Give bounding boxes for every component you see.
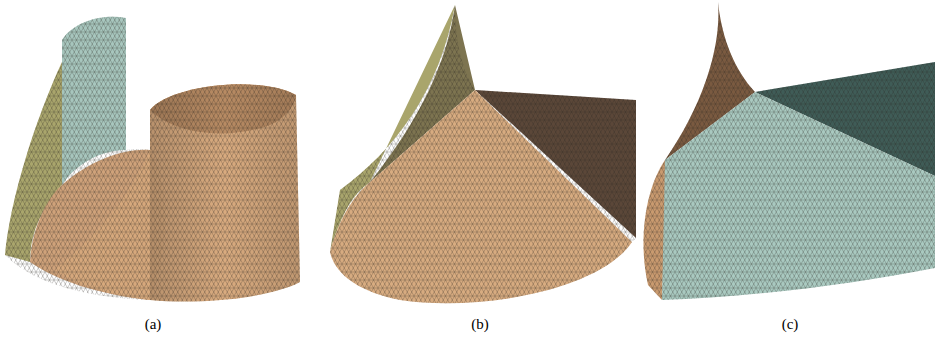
subfigure-label: (b) [471,316,489,333]
mesh-a [5,17,300,302]
mesh-b [330,5,636,303]
subfigure-label: (c) [782,316,799,333]
mesh-c [643,2,935,300]
subfigure-label: (a) [145,316,162,333]
